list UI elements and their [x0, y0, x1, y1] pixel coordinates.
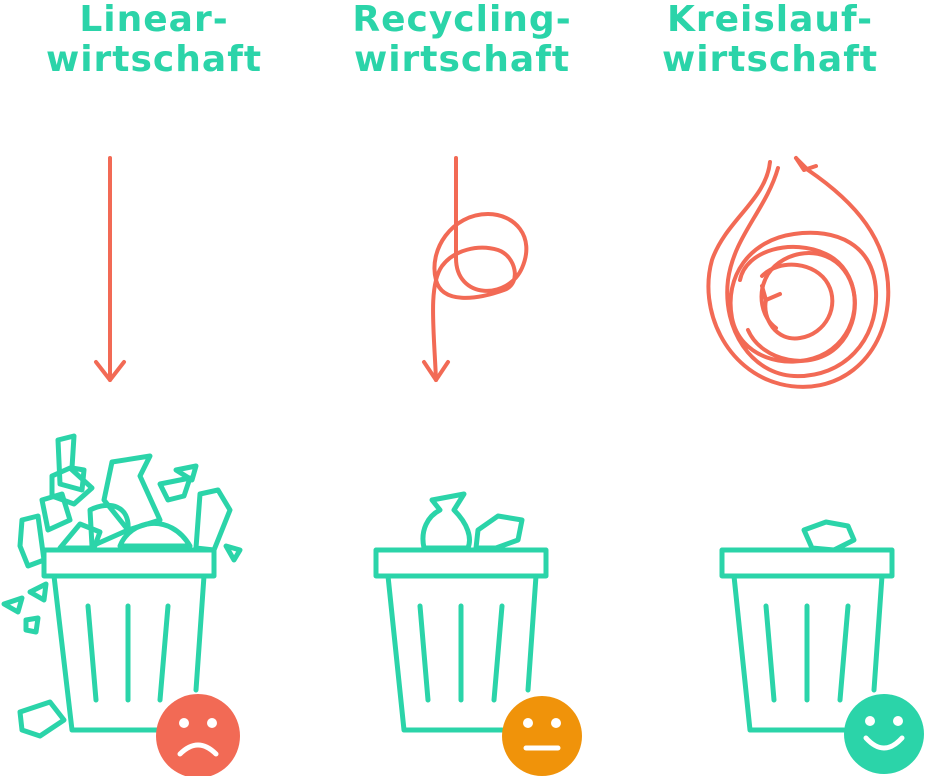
title-line-1: Kreislauf-: [666, 0, 874, 40]
title-linearwirtschaft: Linear- wirtschaft: [0, 0, 308, 80]
spiral-circular-arrow-icon: [706, 156, 891, 389]
title-kreislaufwirtschaft: Kreislauf- wirtschaft: [616, 0, 924, 80]
title-line-2: wirtschaft: [45, 39, 263, 80]
title-line-1: Recycling-: [352, 0, 572, 40]
sad-face-icon: [156, 694, 240, 776]
title-line-2: wirtschaft: [661, 39, 879, 80]
linear-illustration: [1, 156, 243, 776]
happy-face-icon: [844, 694, 924, 774]
title-line-2: wirtschaft: [353, 39, 571, 80]
neutral-face-icon: [502, 696, 582, 776]
looped-down-arrow-icon: [422, 156, 529, 382]
recycling-illustration: [373, 156, 582, 776]
column-recyclingwirtschaft: Recycling- wirtschaft: [308, 0, 616, 776]
title-recyclingwirtschaft: Recycling- wirtschaft: [308, 0, 616, 80]
straight-down-arrow-icon: [94, 156, 126, 382]
trash-bin-icon: [719, 547, 895, 733]
overflowing-garbage-icon: [1, 433, 243, 739]
column-kreislaufwirtschaft: Kreislauf- wirtschaft: [616, 0, 924, 776]
trash-bin-icon: [373, 547, 549, 733]
small-garbage-icon: [801, 519, 857, 553]
trash-bin-icon: [41, 547, 217, 733]
column-linearwirtschaft: Linear- wirtschaft: [0, 0, 308, 776]
circular-illustration: [706, 156, 924, 774]
recyclable-garbage-icon: [420, 491, 525, 551]
title-line-1: Linear-: [79, 0, 229, 40]
